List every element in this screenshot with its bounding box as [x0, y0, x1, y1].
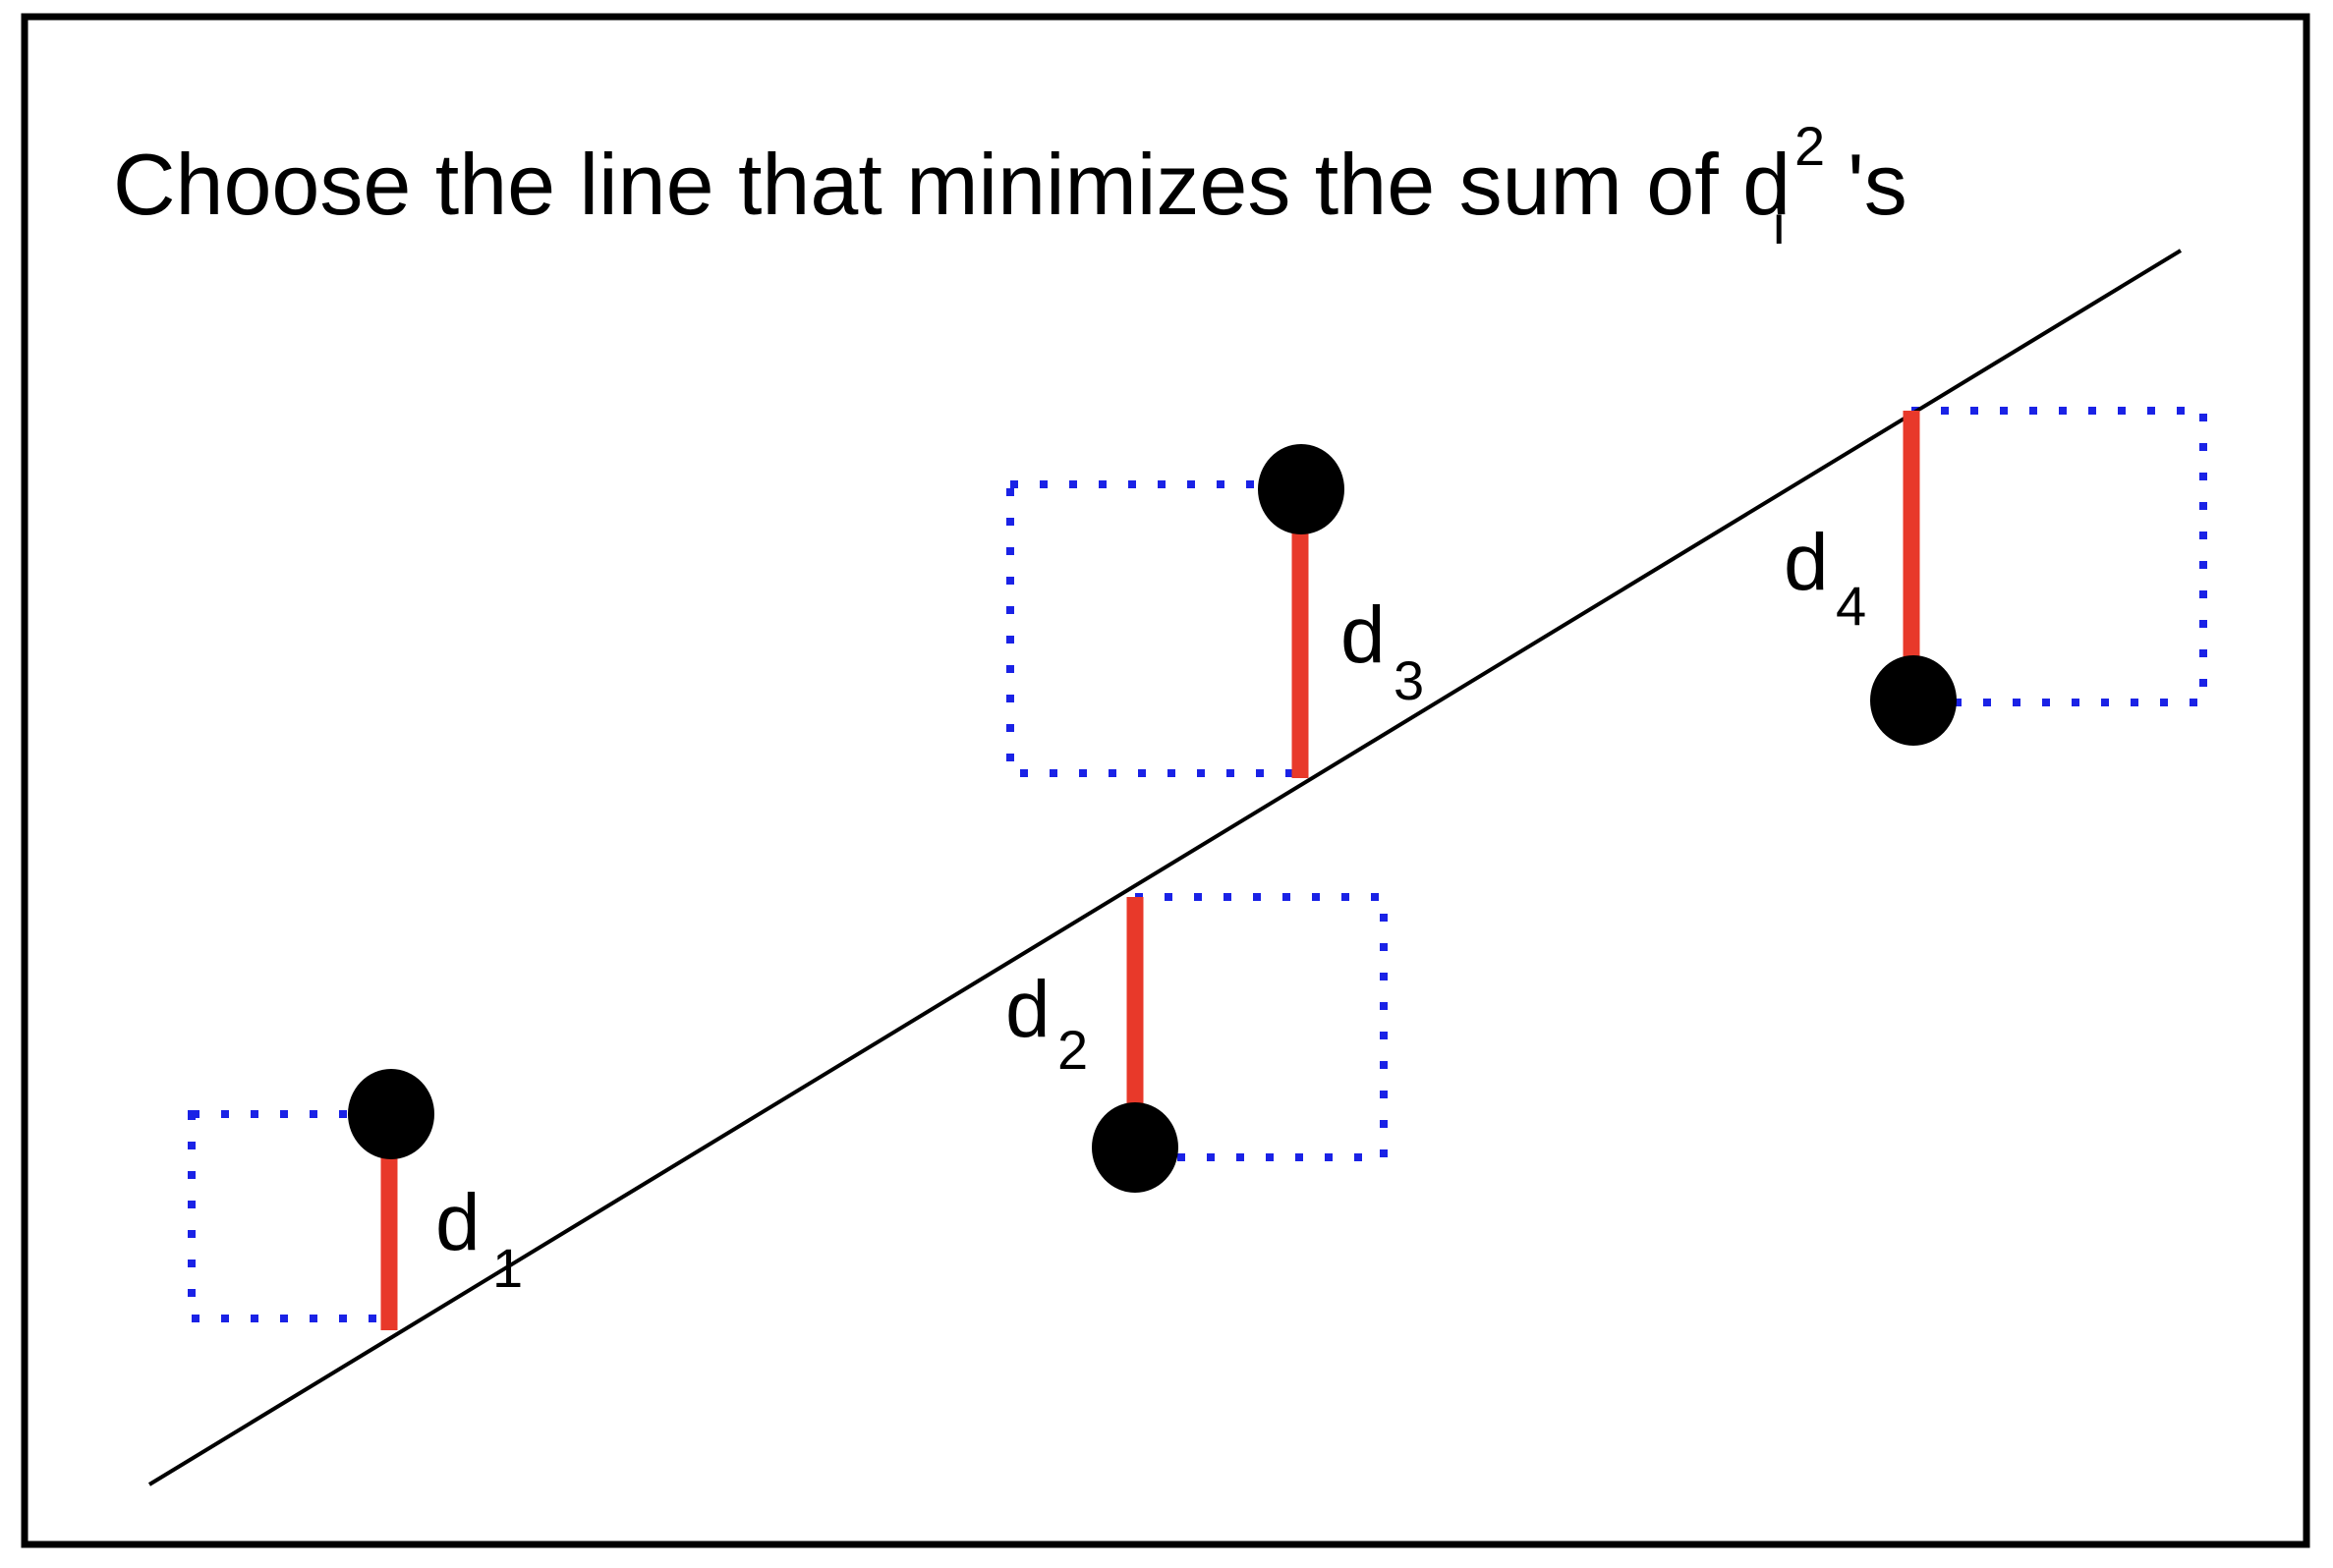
residual-label-2-sub: 2 [1057, 1019, 1088, 1081]
residual-label-3-base: d [1340, 590, 1386, 680]
data-point-4 [1870, 655, 1957, 746]
diagram-border [21, 13, 2310, 1548]
residuals-group [380, 411, 1920, 1330]
residual-label-2-base: d [1005, 965, 1051, 1054]
title-suffix: 's [1848, 136, 1907, 233]
title-subscript: i [1773, 194, 1785, 255]
residual-label-1-sub: 1 [492, 1237, 523, 1299]
points-group [348, 444, 1957, 1193]
data-point-3 [1258, 444, 1344, 534]
residual-label-4-base: d [1784, 518, 1829, 607]
residual-label-3: d 3 [1340, 590, 1424, 711]
residual-label-4-sub: 4 [1836, 575, 1866, 637]
squares-group [188, 407, 2207, 1322]
regression-line [147, 249, 2183, 1486]
title-prefix: Choose the line that minimizes the sum o… [113, 136, 1791, 233]
residual-label-4: d 4 [1784, 518, 1866, 637]
title-superscript: 2 [1794, 115, 1825, 177]
residual-label-3-sub: 3 [1394, 649, 1424, 711]
square-4 [1907, 407, 2207, 706]
square-3 [1006, 480, 1306, 777]
square-2 [1131, 893, 1388, 1161]
residual-label-2: d 2 [1005, 965, 1088, 1081]
data-point-2 [1092, 1102, 1178, 1193]
diagram-title: Choose the line that minimizes the sum o… [113, 115, 1907, 255]
square-1 [188, 1110, 392, 1322]
residual-label-1-base: d [435, 1178, 481, 1267]
data-point-1 [348, 1069, 434, 1159]
residual-label-1: d 1 [435, 1178, 523, 1299]
